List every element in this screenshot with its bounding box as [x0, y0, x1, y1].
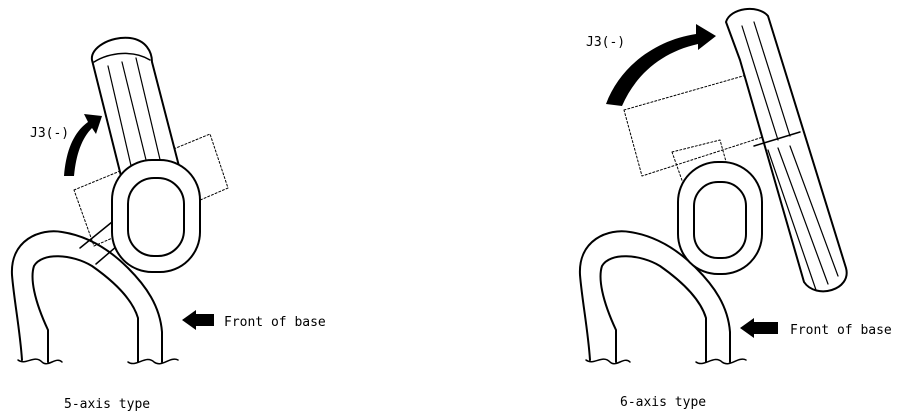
upper-arm-groove: [107, 65, 133, 171]
upper-arm-groove: [121, 61, 149, 169]
forearm-groove: [753, 21, 791, 137]
elbow-joint-inner: [693, 181, 747, 259]
rotation-label: J3(-): [30, 126, 69, 141]
ground-line: [695, 358, 747, 365]
five-axis-figure: [10, 36, 229, 365]
ground-line: [585, 358, 631, 365]
base-leg-inner: [31, 255, 139, 363]
figure-caption: 6-axis type: [620, 395, 706, 410]
forearm-groove: [767, 149, 817, 291]
ground-line: [127, 358, 179, 365]
forearm-groove: [789, 145, 839, 277]
rotation-arrow-icon: [606, 24, 716, 106]
upper-arm-groove: [135, 57, 163, 169]
front-arrow-icon: [182, 310, 214, 330]
base-leg-inner: [599, 255, 707, 363]
rotation-label: J3(-): [586, 35, 625, 50]
upper-arm-body: [90, 36, 181, 181]
base-leg-outline: [578, 230, 731, 363]
rotation-arrow-icon: [64, 114, 102, 176]
ground-line: [17, 358, 63, 365]
elbow-joint-inner: [127, 177, 185, 257]
figure-caption: 5-axis type: [64, 397, 150, 412]
motion-range-outline: [671, 139, 731, 187]
six-axis-figure: [578, 7, 848, 365]
forearm-seam: [753, 131, 801, 147]
forearm-groove: [741, 25, 779, 141]
forearm-groove: [777, 147, 829, 285]
base-leg-outline: [10, 230, 163, 363]
forearm-body: [725, 7, 848, 293]
front-arrow-icon: [740, 318, 778, 338]
base-label: Front of base: [790, 323, 892, 338]
upper-arm-cap: [93, 52, 151, 63]
shoulder-link: [79, 221, 113, 249]
motion-range-outline: [623, 73, 767, 177]
base-label: Front of base: [224, 315, 326, 330]
